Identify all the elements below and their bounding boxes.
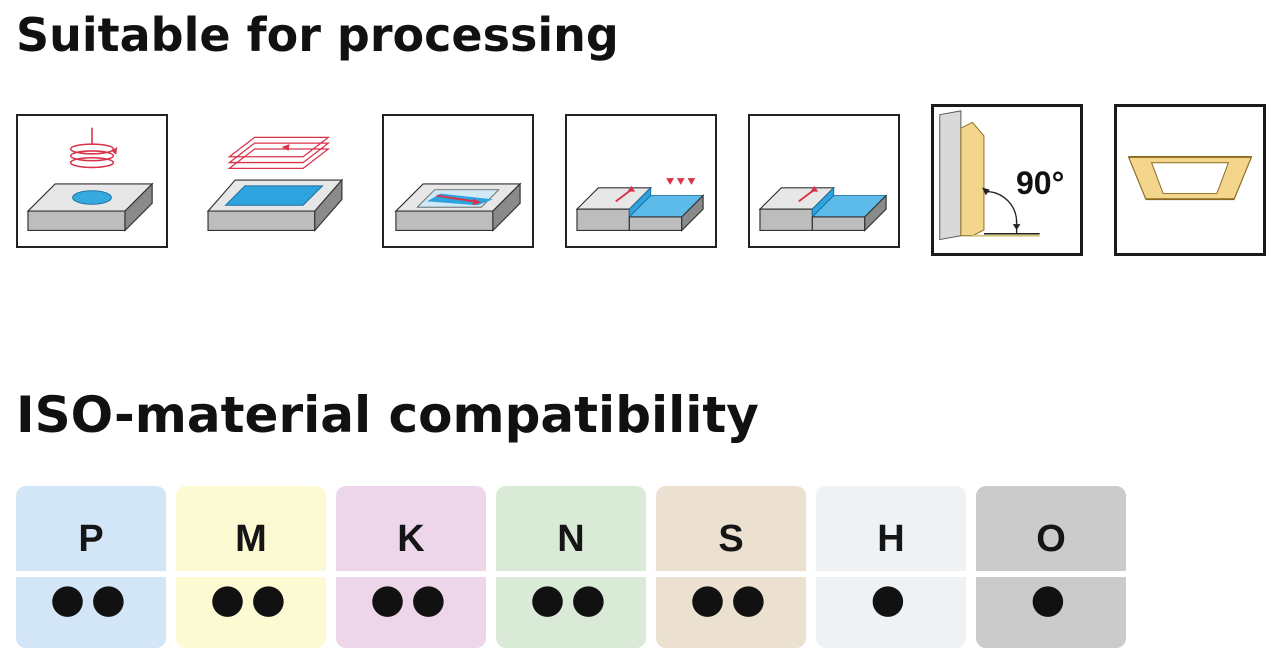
iso-letter: N (557, 518, 585, 560)
iso-cell-s: S ●● (656, 486, 806, 648)
insert-profile-icon (1114, 104, 1266, 256)
helical-interpolation-icon (16, 114, 168, 248)
iso-cell-k: K ●● (336, 486, 486, 648)
iso-letter: S (718, 518, 744, 560)
iso-cell-o: O ● (976, 486, 1126, 648)
shoulder-milling-icon (565, 114, 717, 248)
slotting-icon (748, 114, 900, 248)
iso-cell-m: M ●● (176, 486, 326, 648)
iso-letter: K (397, 518, 425, 560)
iso-letter: H (877, 518, 905, 560)
iso-letter: P (78, 518, 104, 560)
iso-dots: ●● (690, 576, 772, 622)
iso-dots: ●● (210, 576, 292, 622)
iso-dots: ●● (370, 576, 452, 622)
90-degree-angle-icon: 90° (931, 104, 1083, 256)
iso-dots: ● (1030, 576, 1072, 622)
iso-letter: M (235, 518, 267, 560)
processing-heading: Suitable for processing (16, 8, 619, 62)
iso-dots: ● (870, 576, 912, 622)
iso-heading: ISO-material compatibility (16, 386, 759, 444)
angle-label: 90° (1016, 165, 1065, 201)
iso-dots: ●● (530, 576, 612, 622)
pocketing-icon (198, 114, 350, 248)
iso-cell-h: H ● (816, 486, 966, 648)
iso-cell-p: P ●● (16, 486, 166, 648)
iso-row-divider (0, 571, 1280, 577)
ramping-icon (382, 114, 534, 248)
iso-dots: ●● (50, 576, 132, 622)
iso-letter: O (1036, 518, 1066, 560)
iso-cell-n: N ●● (496, 486, 646, 648)
